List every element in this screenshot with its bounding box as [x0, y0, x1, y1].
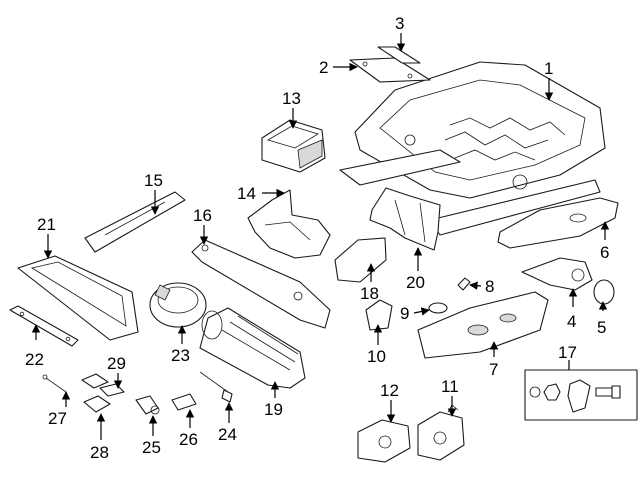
callout-28: 28 [90, 443, 109, 462]
callout-3: 3 [395, 14, 404, 33]
callout-18: 18 [360, 284, 379, 303]
callout-1: 1 [544, 59, 553, 78]
callout-20: 20 [406, 273, 425, 292]
callout-16: 16 [193, 206, 212, 225]
knob-housing-part[interactable] [521, 257, 593, 291]
callout-24: 24 [218, 425, 237, 444]
callout-12: 12 [380, 381, 399, 400]
bracket-part-2[interactable] [349, 57, 431, 83]
clip-part-26[interactable] [171, 393, 197, 411]
side-trim-part-6[interactable] [497, 197, 619, 249]
connector-part-28[interactable] [83, 395, 111, 413]
gear-motor-part-11[interactable] [417, 404, 465, 461]
link-bar-part[interactable] [191, 239, 331, 329]
callout-25: 25 [142, 438, 161, 457]
control-module-part[interactable] [261, 119, 326, 173]
side-rail-part-15[interactable] [84, 191, 186, 253]
switch-part-10[interactable] [365, 299, 393, 331]
callout-13: 13 [282, 89, 301, 108]
callout-27: 27 [48, 409, 67, 428]
callout-26: 26 [179, 430, 198, 449]
callout-23: 23 [171, 346, 190, 365]
cable-part-24[interactable] [199, 371, 233, 403]
hardware-kit-part[interactable] [524, 369, 638, 421]
callout-4: 4 [567, 312, 576, 331]
wire-part-27[interactable] [42, 374, 67, 393]
button-part-8[interactable] [457, 277, 471, 291]
callout-9: 9 [400, 304, 409, 323]
adjuster-cover-part[interactable] [334, 237, 387, 283]
motor-ring-part[interactable] [149, 282, 207, 328]
callout-21: 21 [37, 215, 56, 234]
callout-5: 5 [597, 318, 606, 337]
sensor-part-25[interactable] [135, 395, 160, 415]
callout-15: 15 [144, 171, 163, 190]
callout-14: 14 [237, 184, 256, 203]
callout-10: 10 [367, 347, 386, 366]
motor-part[interactable] [199, 307, 306, 389]
callout-11: 11 [441, 377, 459, 396]
bracket-part-3[interactable] [377, 46, 421, 64]
callout-22: 22 [25, 350, 44, 369]
seat-bracket-part[interactable] [369, 187, 441, 251]
callout-8: 8 [485, 277, 494, 296]
mount-bracket-part[interactable] [247, 189, 331, 259]
callout-labels: 1 2 3 4 5 6 7 8 9 10 11 12 13 14 15 16 1… [25, 14, 609, 462]
seat-frame-part[interactable] [339, 61, 606, 236]
callout-19: 19 [264, 400, 283, 419]
gear-motor-part-12[interactable] [357, 419, 411, 463]
leader-lines [31, 33, 610, 440]
callout-2: 2 [319, 58, 328, 77]
button-part-9[interactable] [428, 302, 448, 314]
callout-6: 6 [600, 243, 609, 262]
callout-7: 7 [489, 360, 498, 379]
trim-strip-part[interactable] [9, 305, 79, 347]
callout-17: 17 [558, 343, 577, 362]
callout-29: 29 [107, 354, 126, 373]
switch-panel-part[interactable] [417, 291, 549, 359]
cap-part[interactable] [593, 279, 615, 305]
